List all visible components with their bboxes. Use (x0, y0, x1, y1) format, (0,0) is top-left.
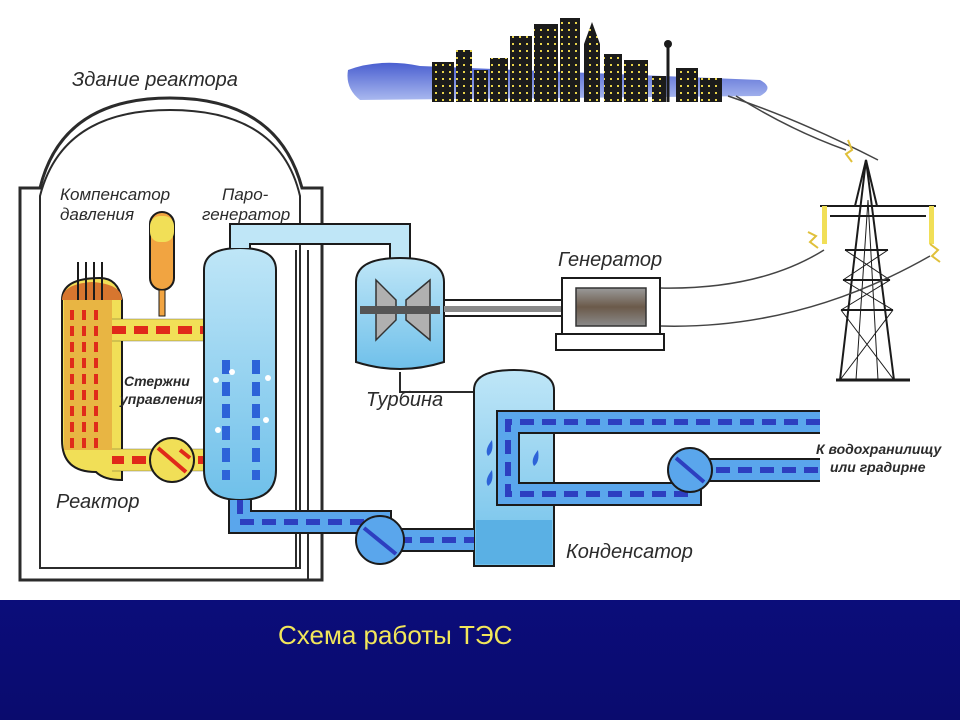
steam-pipe (229, 223, 411, 260)
label-steam-gen-2: генератор (202, 205, 290, 224)
label-reservoir-1: К водохранилищу (816, 441, 942, 457)
generator-output-wires (659, 249, 931, 327)
feedwater-pump (355, 515, 405, 565)
label-reactor-building: Здание реактора (72, 69, 238, 91)
label-condenser: Конденсатор (566, 541, 693, 563)
label-generator: Генератор (558, 249, 662, 271)
label-control-rods-2: управления (119, 391, 203, 407)
label-reactor: Реактор (56, 491, 140, 513)
label-pressurizer-1: Компенсатор (60, 185, 170, 204)
generator (555, 277, 665, 351)
label-turbine: Турбина (366, 389, 443, 411)
label-control-rods-1: Стержни (124, 373, 190, 389)
reactor-vessel (61, 262, 123, 482)
label-steam-gen-1: Паро- (222, 185, 269, 204)
city-power-lines (727, 95, 879, 161)
turbine-shaft (443, 299, 575, 317)
caption-band: Схема работы ТЭС (0, 600, 960, 720)
primary-pump (149, 437, 195, 483)
cooling-pump (667, 447, 713, 493)
npp-schematic: Здание реактора Компенсатор давления Пар… (18, 18, 942, 582)
transmission-tower (807, 139, 941, 382)
turbine (355, 256, 445, 370)
slide-caption: Схема работы ТЭС (278, 620, 513, 650)
pressurizer (149, 211, 175, 317)
city-skyline (347, 18, 768, 102)
steam-generator (203, 246, 277, 502)
label-pressurizer-2: давления (60, 205, 134, 224)
label-reservoir-2: или градирне (830, 459, 926, 475)
